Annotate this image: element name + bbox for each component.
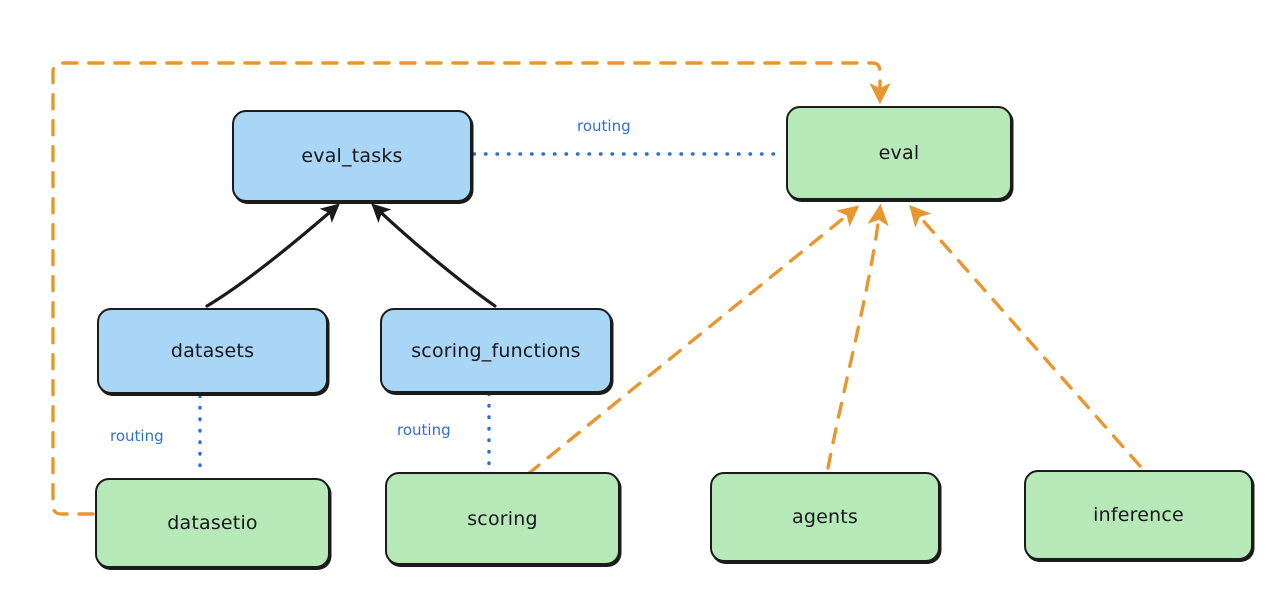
edge-scoring-to-eval [526, 205, 860, 476]
edge-inference-to-eval [909, 204, 1142, 468]
edge-agents-to-eval [826, 203, 889, 470]
node-scoring-label: scoring [467, 507, 538, 530]
edge-label-routing-datasets-datasetio: routing [110, 427, 164, 445]
node-datasetio[interactable]: datasetio [95, 478, 330, 568]
node-datasetio-label: datasetio [167, 512, 258, 534]
node-agents[interactable]: agents [710, 472, 940, 562]
node-scoring[interactable]: scoring [385, 472, 620, 565]
node-agents-label: agents [792, 506, 858, 528]
node-datasets[interactable]: datasets [97, 308, 328, 394]
node-inference[interactable]: inference [1024, 470, 1253, 560]
edge-label-routing-scoring-functions-scoring: routing [397, 421, 451, 439]
edge-scoring-functions-to-eval-tasks [371, 203, 497, 308]
edge-datasetio-to-eval [51, 61, 891, 516]
edge-datasets-to-eval-tasks [205, 203, 340, 308]
node-scoring-functions[interactable]: scoring_functions [380, 308, 612, 393]
node-scoring-functions-label: scoring_functions [411, 339, 581, 362]
node-eval[interactable]: eval [786, 106, 1012, 200]
node-inference-label: inference [1093, 504, 1184, 526]
node-eval-label: eval [878, 142, 920, 164]
node-eval-tasks-label: eval_tasks [301, 145, 403, 167]
node-eval-tasks[interactable]: eval_tasks [232, 110, 472, 202]
node-datasets-label: datasets [170, 340, 255, 362]
edge-label-routing-eval-tasks-eval: routing [577, 117, 631, 135]
